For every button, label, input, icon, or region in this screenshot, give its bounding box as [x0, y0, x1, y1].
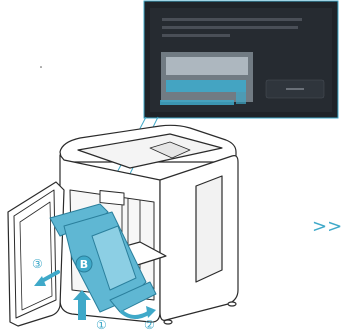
- screen-thumbnail-marker: [236, 92, 246, 104]
- step-1-label: ①: [96, 318, 107, 332]
- step-3-label: ③: [32, 257, 43, 271]
- screen-text-line-2: [162, 26, 298, 29]
- screen-progress-bar: [160, 100, 234, 105]
- part-b-label: B: [80, 258, 88, 271]
- screen-callout: [144, 1, 338, 118]
- printer-door: [8, 182, 64, 326]
- double-chevron-right-icon[interactable]: >>: [312, 216, 342, 237]
- printer-foot-right: [164, 320, 172, 324]
- printer-side-window: [196, 176, 222, 282]
- screen-text-line-3: [162, 34, 230, 37]
- step-2-label: ②: [144, 318, 155, 332]
- screen-text-line-1: [162, 18, 302, 21]
- screen-button-label-shape: [286, 88, 304, 90]
- screen-thumbnail-accent: [166, 80, 246, 92]
- printer-display: [100, 191, 124, 206]
- screen-thumbnail-top: [166, 57, 248, 75]
- printer-foot-back: [228, 302, 236, 306]
- stray-dot: [40, 66, 42, 68]
